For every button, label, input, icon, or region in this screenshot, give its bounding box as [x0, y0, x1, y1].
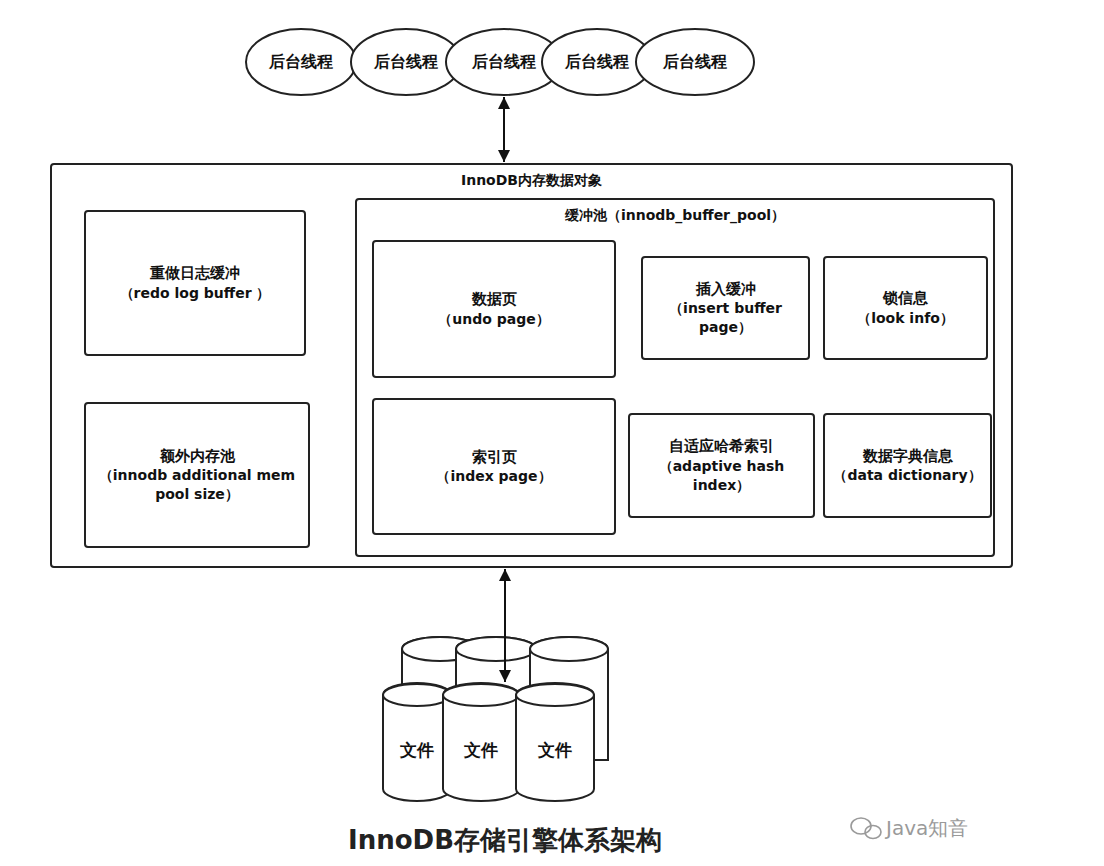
- node-title: InnoDB内存数据对象: [461, 171, 602, 190]
- memory-box: 重做日志缓冲（redo log buffer ）: [84, 210, 306, 356]
- cylinder-top: [516, 684, 594, 706]
- node-title: 后台线程: [472, 51, 536, 73]
- node-title: 后台线程: [663, 51, 727, 73]
- cylinder-body: [383, 683, 451, 801]
- cylinder-top: [530, 637, 608, 661]
- file-cylinder: 文件: [382, 683, 452, 801]
- double-arrow: [504, 569, 506, 682]
- cylinder-top: [383, 684, 451, 706]
- node-title: 文件: [538, 739, 572, 762]
- node-title: 数据页: [472, 289, 517, 309]
- cylinder-body: [516, 683, 594, 801]
- node-title: 后台线程: [374, 51, 438, 73]
- memory-group: InnoDB内存数据对象重做日志缓冲（redo log buffer ） 额外内存…: [50, 163, 1013, 568]
- memory-box: 自适应哈希索引（adaptive hash index）: [628, 413, 815, 518]
- memory-box: 数据字典信息（data dictionary）: [823, 413, 992, 518]
- wechat-icon: [851, 818, 881, 839]
- node-title: 自适应哈希索引: [669, 436, 774, 456]
- node-subtitle: （index page）: [436, 467, 551, 486]
- node-title: 重做日志缓冲: [150, 263, 240, 283]
- node-subtitle: （data dictionary）: [833, 466, 981, 485]
- node-title: 文件: [464, 739, 498, 762]
- node-title: 后台线程: [269, 51, 333, 73]
- node-subtitle: （innodb additional mem pool size）: [94, 466, 300, 504]
- node-subtitle: （redo log buffer ）: [120, 284, 271, 303]
- node-title: 锁信息: [883, 288, 928, 308]
- node-subtitle: （undo page）: [438, 310, 549, 329]
- node-title: 插入缓冲: [696, 279, 756, 299]
- ellipse-shape: [636, 29, 754, 95]
- node-subtitle: （insert buffer page）: [651, 299, 800, 337]
- memory-box: 索引页（index page）: [372, 398, 616, 535]
- node-title: 索引页: [472, 447, 517, 467]
- memory-box: 额外内存池（innodb additional mem pool size）: [84, 402, 310, 548]
- memory-group: 缓冲池（innodb_buffer_pool）数据页（undo page）插入缓…: [355, 198, 995, 557]
- cylinder-top: [443, 684, 519, 706]
- node-title: 额外内存池: [160, 446, 235, 466]
- thread-ellipse: 后台线程: [635, 28, 755, 96]
- node-title: 数据字典信息: [863, 446, 953, 466]
- watermark: Java知音: [886, 815, 968, 842]
- node-subtitle: （look info）: [857, 309, 954, 328]
- file-cylinder: 文件: [515, 683, 595, 801]
- ellipse-shape: [351, 29, 461, 95]
- diagram-caption: InnoDB存储引擎体系架构: [0, 826, 1010, 856]
- ellipse-shape: [246, 29, 356, 95]
- icon-bubble: [865, 826, 881, 839]
- file-cylinder: 文件: [442, 683, 520, 801]
- memory-box: 数据页（undo page）: [372, 240, 616, 378]
- memory-box: 插入缓冲（insert buffer page）: [641, 256, 810, 360]
- double-arrow: [503, 97, 505, 162]
- thread-ellipse: 后台线程: [245, 28, 357, 96]
- memory-box: 锁信息（look info）: [823, 256, 988, 360]
- node-subtitle: （adaptive hash index）: [638, 457, 805, 495]
- node-title: 文件: [400, 739, 434, 762]
- cylinder-top: [456, 637, 536, 661]
- cylinder-body: [443, 683, 519, 801]
- node-title: 缓冲池（innodb_buffer_pool）: [565, 206, 785, 225]
- node-title: 后台线程: [565, 51, 629, 73]
